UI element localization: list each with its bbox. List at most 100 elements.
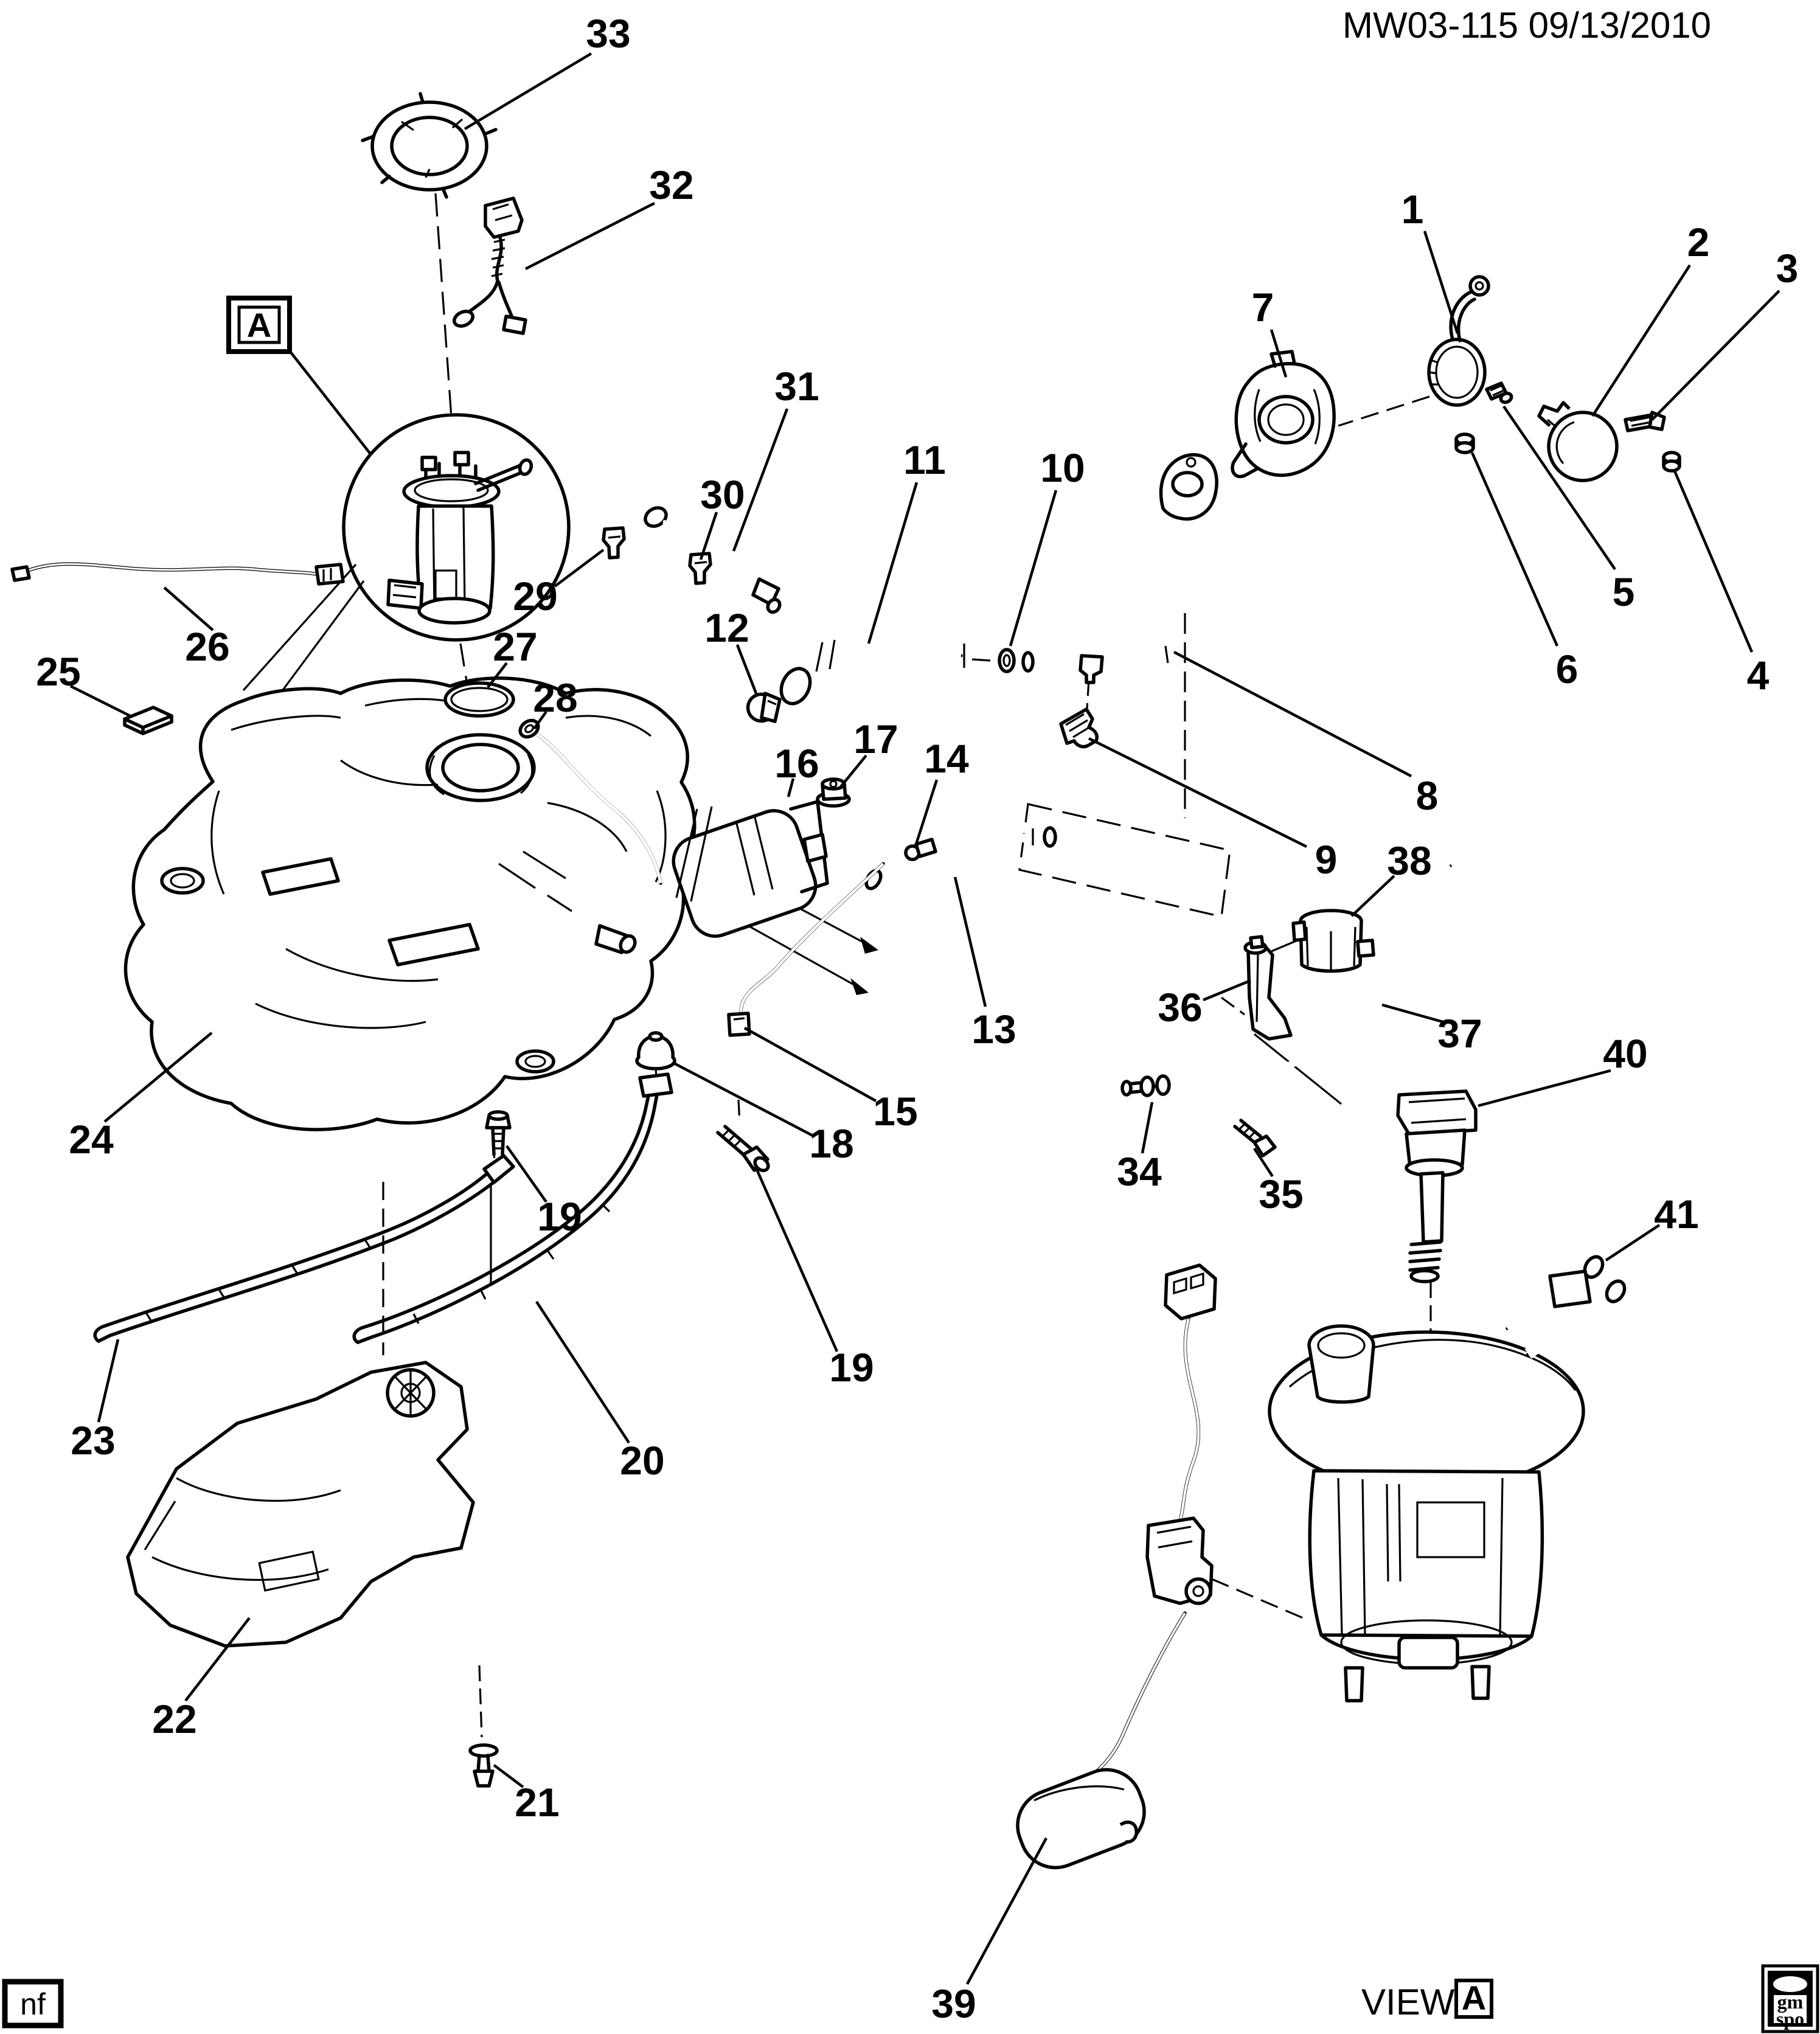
bolt-19b [716,1125,770,1173]
callout-leader-3 [1651,290,1780,421]
frame-annotations: MW03-115 09/13/2010 VIEW A nf gm spo [2,5,1819,2033]
callout-leader-17 [838,754,867,790]
fuel-pump-module-41 [1268,1255,1627,1703]
callout-number-19: 19 [537,1194,582,1239]
callout-number-10: 10 [1040,445,1085,490]
callout-leader-23 [97,1339,120,1423]
quick-connect-34 [1120,1074,1171,1097]
callout-leader-33 [464,52,592,130]
callout-leader-26 [163,586,214,631]
screw-5 [1485,381,1513,404]
clip-axis [478,1665,483,1738]
stud-18 [635,1031,676,1071]
level-sender-39 [1016,1516,1214,1870]
callout-number-2: 2 [1687,220,1710,265]
view-ref-box [1454,1979,1493,2019]
callout-number-27: 27 [493,624,537,669]
callout-number-35: 35 [1259,1171,1303,1217]
filler-neck-housing-7 [1231,350,1336,479]
vent-pipe-28 [518,718,662,885]
callout-leader-30 [699,512,718,560]
vent-valve-38 [1291,909,1375,973]
filler-hose-11 [779,639,965,706]
callout-number-29: 29 [513,574,557,619]
callout-number-12: 12 [704,605,749,650]
bolt-19a [485,1110,512,1156]
alignment-arrowhead [860,937,878,954]
view-label: VIEW [1361,1982,1455,2022]
pipe-clip-29 [602,526,626,560]
callout-number-4: 4 [1747,653,1770,698]
pipe-clip-30 [688,552,712,585]
alignment-arrowhead [850,978,869,995]
callout-leader-32 [524,201,656,271]
callout-number-30: 30 [700,472,745,517]
callout-leader-41 [1605,1224,1661,1262]
callout-leader-15 [743,1027,877,1102]
callout-leader-10 [1009,490,1058,647]
bracket-line [1253,1033,1342,1105]
strap-20 [352,1072,673,1344]
callout-number-18: 18 [809,1121,853,1166]
callout-leader-22 [184,1617,251,1702]
callout-leader-2 [1591,264,1691,417]
view-ref-letter: A [1462,1979,1486,2017]
bolt-axis [737,1099,741,1123]
callout-leader-37 [1381,1003,1443,1024]
callout-number-32: 32 [649,162,693,207]
vent-pipe-37 [1154,863,1452,1090]
callout-leader-38 [1350,875,1395,917]
callout-leader-6 [1470,452,1559,647]
phantom-box [1018,803,1231,918]
callout-number-15: 15 [873,1089,917,1134]
centerline-ring-to-pump [434,193,453,418]
callout-leader-8 [1173,651,1412,777]
callout-leader-14 [914,779,939,845]
callout-number-38: 38 [1387,838,1431,883]
detail-view-a-box: A [226,296,371,454]
callout-leader-7 [1269,329,1288,378]
callout-leader-27 [487,662,508,689]
evap-canister-16 [672,800,829,938]
callout-leader-5 [1502,405,1616,571]
callout-number-20: 20 [620,1438,664,1483]
bolt-35 [1233,1119,1277,1158]
drawing-number: MW03-115 09/13/2010 [1342,5,1711,46]
push-clip-21 [468,1743,499,1788]
callout-leader-24 [103,1032,213,1123]
callout-number-40: 40 [1603,1031,1647,1076]
callout-number-33: 33 [586,11,630,56]
seal-ring-27 [443,681,515,718]
heat-shield-22 [126,1361,475,1648]
callout-leader-34 [1141,1102,1154,1154]
callout-number-23: 23 [71,1418,115,1463]
callout-leader-16 [787,778,795,797]
callout-number-1: 1 [1401,187,1424,232]
callout-leader-21 [493,1764,524,1788]
callout-number-11: 11 [903,437,946,482]
callout-number-9: 9 [1315,837,1338,882]
callout-number-34: 34 [1117,1149,1162,1194]
callout-number-6: 6 [1556,647,1579,692]
callout-leader-13 [953,876,987,1007]
vent-hose-13 [864,826,1057,893]
filler-pipe-8 [1021,453,1218,673]
detail-box-leader [289,350,371,454]
cap-axis-line [1338,395,1430,427]
callout-leader-25 [69,684,133,718]
callout-leader-12 [735,644,758,694]
callout-number-16: 16 [774,741,819,786]
spacer-ring-10 [998,648,1016,673]
callout-leader-11 [867,482,919,644]
detail-ref-letter: A [247,306,271,344]
callout-leader-20 [535,1300,630,1444]
callout-leader-19 [754,1166,839,1352]
corner-box [2,1979,64,2029]
fuel-tank-24 [123,676,696,1131]
callout-leader-29 [554,549,605,588]
callout-leader-40 [1478,1069,1611,1108]
callout-number-31: 31 [774,364,819,409]
fuel-door-2 [1537,401,1619,482]
callout-leader-31 [732,408,789,552]
callout-number-28: 28 [533,675,577,720]
